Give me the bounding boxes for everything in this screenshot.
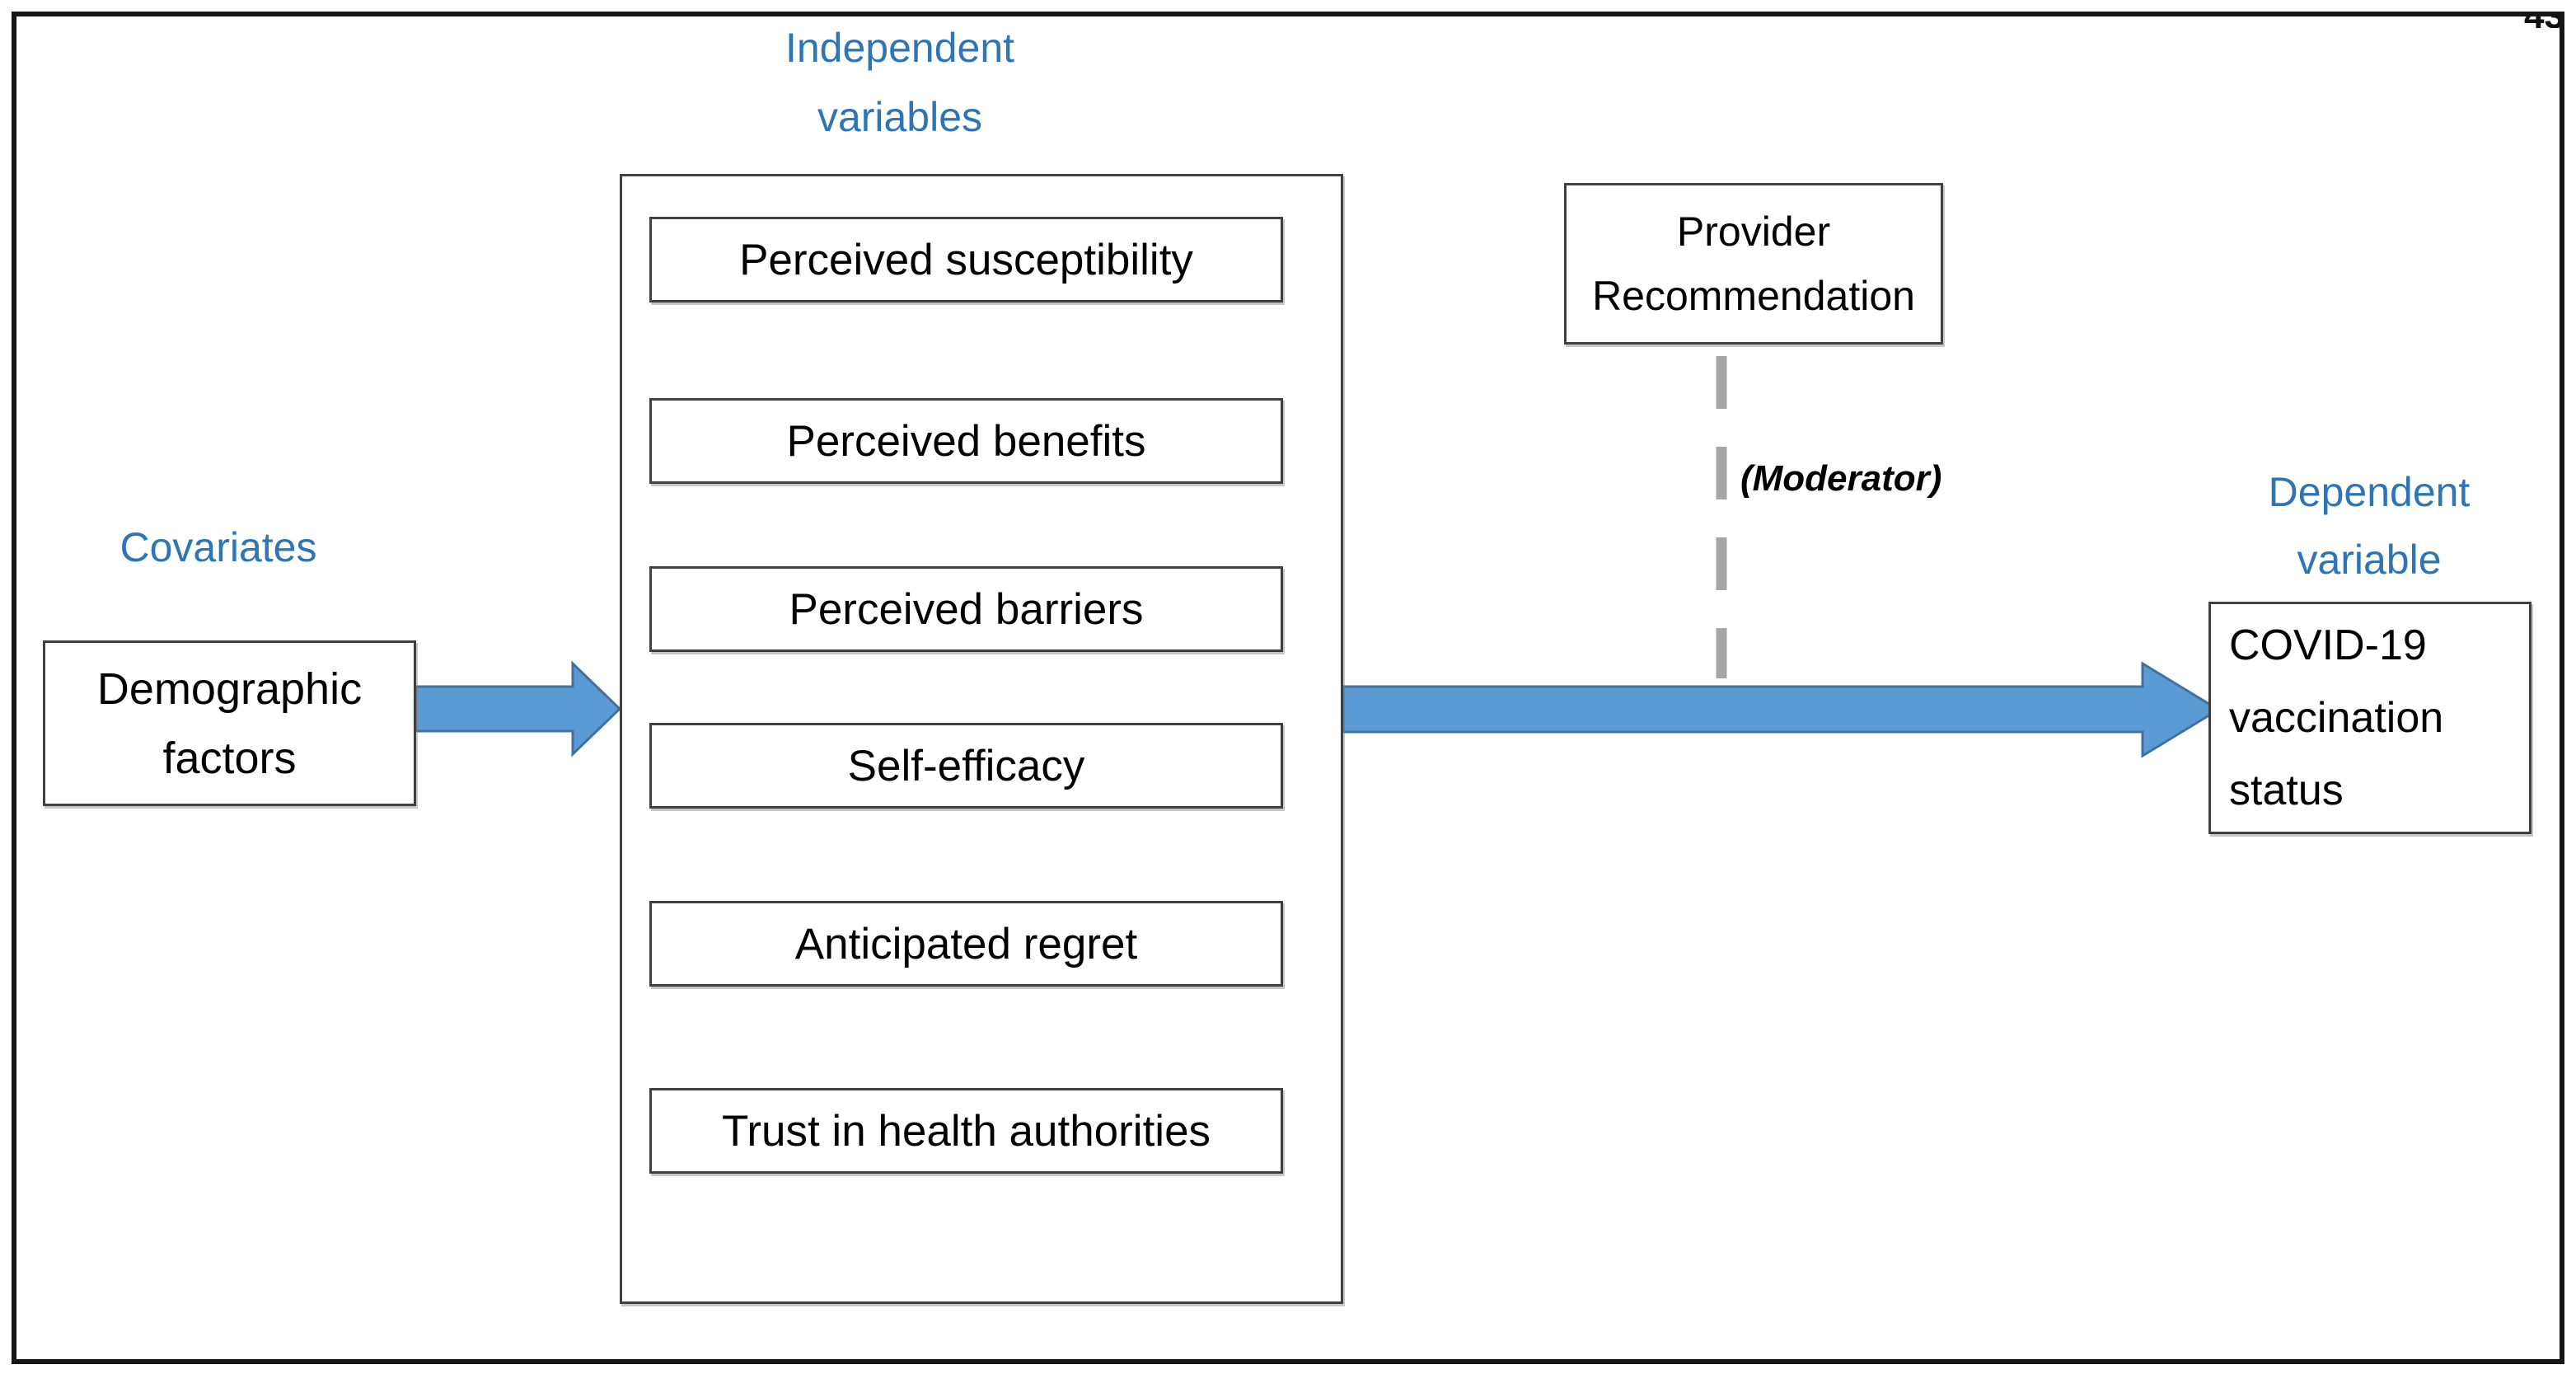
label-line: Dependent	[2268, 469, 2471, 515]
label-covariates: Covariates	[119, 524, 317, 570]
label-dependent-variable: Dependent variable	[2180, 458, 2559, 593]
box-text-line: vaccination	[2229, 694, 2444, 742]
covariates-arrow	[415, 660, 622, 757]
box-perceived-barriers: Perceived barriers	[649, 566, 1283, 652]
box-anticipated-regret: Anticipated regret	[649, 901, 1283, 987]
box-text-line: factors	[162, 733, 297, 783]
box-text-line: Provider	[1676, 209, 1831, 255]
label-moderator: (Moderator)	[1740, 458, 1942, 499]
label-line: variables	[817, 94, 983, 140]
covid-vaccination-status-box: COVID-19 vaccination status	[2208, 602, 2532, 834]
page-number-clipped: 43	[2510, 12, 2564, 28]
provider-recommendation-box: Provider Recommendation	[1564, 183, 1943, 345]
box-perceived-benefits: Perceived benefits	[649, 398, 1283, 484]
box-text-line: Recommendation	[1592, 273, 1915, 319]
box-self-efficacy: Self-efficacy	[649, 723, 1283, 809]
label-line: Independent	[785, 25, 1015, 71]
page-number-text: 43	[2510, 12, 2564, 28]
box-text-line: status	[2229, 767, 2344, 814]
demographic-factors-box: Demographic factors	[43, 640, 416, 806]
box-trust-in-health-authorities: Trust in health authorities	[649, 1088, 1283, 1174]
label-line: variable	[2297, 537, 2442, 583]
box-text-line: Demographic	[96, 664, 363, 714]
box-text-line: COVID-19	[2229, 621, 2427, 669]
box-perceived-susceptibility: Perceived susceptibility	[649, 217, 1283, 302]
label-independent-variables: Independent variables	[710, 13, 1089, 152]
main-effect-arrow	[1342, 661, 2221, 758]
